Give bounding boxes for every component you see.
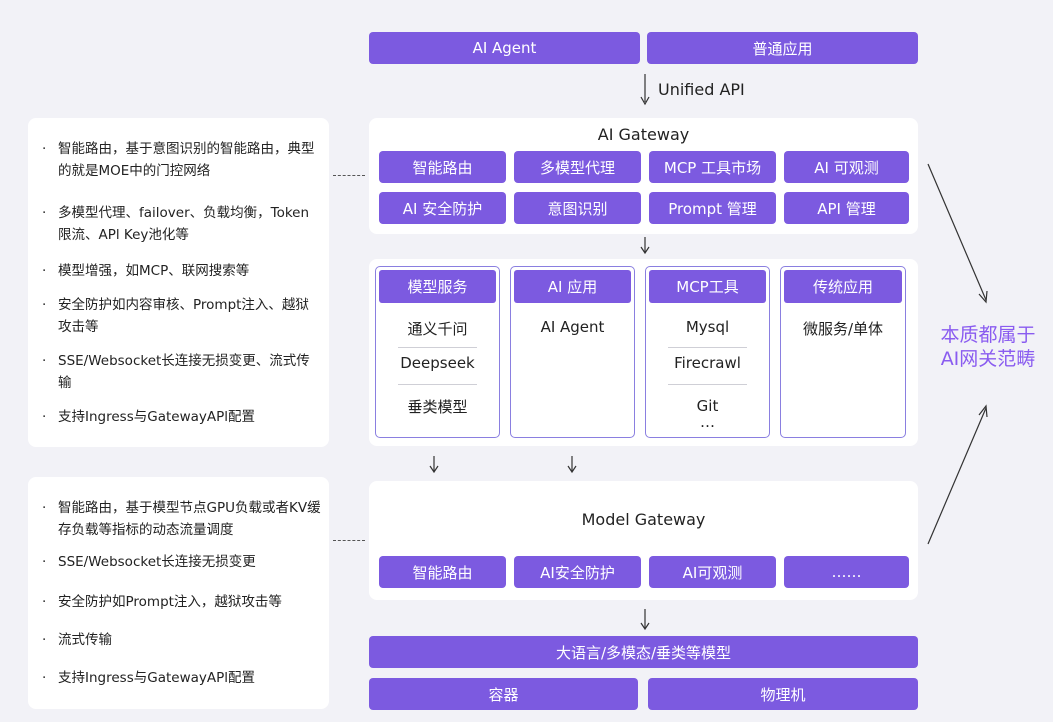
model-service-card: 模型服务 通义千问 Deepseek 垂类模型 <box>375 266 500 438</box>
card-item: AI Agent <box>540 318 605 336</box>
bullet: · <box>42 205 47 221</box>
side-summary-line1: 本质都属于 <box>940 324 1036 346</box>
model-gateway-feature: 智能路由 <box>379 556 506 588</box>
unified-api-label: Unified API <box>658 80 745 99</box>
ai-gateway-feature: API 管理 <box>784 192 909 224</box>
physical-machine-block: 物理机 <box>648 678 918 710</box>
normal-app-block: 普通应用 <box>647 32 918 64</box>
note-text: SSE/Websocket长连接无损变更 <box>58 554 256 570</box>
note-text: 流式传输 <box>58 632 112 648</box>
note-text: 支持Ingress与GatewayAPl配置 <box>58 409 255 425</box>
note-text: SSE/Websocket长连接无损变更、流式传输 <box>58 353 310 391</box>
note-text: 模型增强，如MCP、联网搜索等 <box>58 263 250 279</box>
dashed-connector <box>333 175 365 176</box>
models-block: 大语言/多模态/垂类等模型 <box>369 636 918 668</box>
card-item: Deepseek <box>400 354 475 372</box>
arrow-down-icon <box>640 74 650 106</box>
model-gateway-panel: Model Gateway 智能路由 AI安全防护 AI可观测 …… <box>369 481 918 600</box>
bullet: · <box>42 554 47 570</box>
arrow-down-icon <box>567 456 577 474</box>
ai-gateway-feature: 意图识别 <box>514 192 641 224</box>
side-summary: 本质都属于 AI网关范畴 <box>930 323 1046 371</box>
note-item: · 支持Ingress与GatewayAPl配置 <box>42 667 321 689</box>
bullet: · <box>42 500 47 516</box>
card-item: 微服务/单体 <box>802 320 884 338</box>
bullet: · <box>42 141 47 157</box>
note-item: · SSE/Websocket长连接无损变更、流式传输 <box>42 350 321 394</box>
note-item: · 智能路由，基于意图识别的智能路由，典型的就是MOE中的门控网络 <box>42 138 321 182</box>
ai-gateway-feature: 多模型代理 <box>514 151 641 183</box>
note-item: · 智能路由，基于模型节点GPU负载或者KV缓存负载等指标的动态流量调度 <box>42 497 321 541</box>
bullet: · <box>42 670 47 686</box>
card-item: Firecrawl <box>674 354 741 372</box>
ai-app-card: AI 应用 AI Agent <box>510 266 635 438</box>
arrow-down-icon <box>429 456 439 474</box>
arrow-down-icon <box>640 237 650 255</box>
bullet: · <box>42 297 47 313</box>
services-panel: 模型服务 通义千问 Deepseek 垂类模型 AI 应用 AI Agent M… <box>369 259 918 446</box>
note-item: · 模型增强，如MCP、联网搜索等 <box>42 260 321 282</box>
ai-gateway-feature: AI 安全防护 <box>379 192 506 224</box>
model-gateway-feature: AI可观测 <box>649 556 776 588</box>
model-gateway-feature: …… <box>784 556 909 588</box>
bullet: · <box>42 594 47 610</box>
note-item: · 安全防护如内容审核、Prompt注入、越狱攻击等 <box>42 294 321 338</box>
arrow-diagonal-icon <box>927 404 988 545</box>
ai-gateway-notes: · 智能路由，基于意图识别的智能路由，典型的就是MOE中的门控网络 · 多模型代理、… <box>28 118 329 447</box>
note-item: · 安全防护如Prompt注入，越狱攻击等 <box>42 591 321 613</box>
note-item: · 多模型代理、failover、负载均衡，Token限流、APl Key池化等 <box>42 202 321 246</box>
note-text: 安全防护如Prompt注入，越狱攻击等 <box>58 594 282 610</box>
card-item: 垂类模型 <box>407 398 468 416</box>
ai-gateway-feature: AI 可观测 <box>784 151 909 183</box>
model-gateway-notes: · 智能路由，基于模型节点GPU负载或者KV缓存负载等指标的动态流量调度 · SSE… <box>28 477 329 709</box>
note-item: · 支持Ingress与GatewayAPl配置 <box>42 406 321 428</box>
ai-gateway-feature: MCP 工具市场 <box>649 151 776 183</box>
card-header: 传统应用 <box>784 270 902 303</box>
ai-gateway-title: AI Gateway <box>597 125 690 144</box>
card-item: 通义千问 <box>407 320 468 338</box>
divider <box>398 347 477 348</box>
arrow-down-icon <box>640 609 650 631</box>
model-gateway-feature: AI安全防护 <box>514 556 641 588</box>
bullet: · <box>42 263 47 279</box>
arrow-diagonal-icon <box>927 163 988 304</box>
card-header: MCP工具 <box>649 270 766 303</box>
traditional-app-card: 传统应用 微服务/单体 <box>780 266 906 438</box>
card-header: AI 应用 <box>514 270 631 303</box>
note-item: · SSE/Websocket长连接无损变更 <box>42 551 321 573</box>
card-item: Git <box>696 397 719 415</box>
mcp-tool-card: MCP工具 Mysql Firecrawl Git … <box>645 266 770 438</box>
card-item: … <box>700 413 715 431</box>
ai-gateway-feature: 智能路由 <box>379 151 506 183</box>
note-text: 支持Ingress与GatewayAPl配置 <box>58 670 255 686</box>
note-item: · 流式传输 <box>42 629 321 651</box>
bullet: · <box>42 409 47 425</box>
dashed-connector <box>333 540 365 541</box>
bullet: · <box>42 632 47 648</box>
ai-agent-label: AI Agent <box>472 39 537 57</box>
ai-gateway-panel: AI Gateway 智能路由 多模型代理 MCP 工具市场 AI 可观测 AI… <box>369 118 918 234</box>
note-text: 多模型代理、failover、负载均衡，Token限流、APl Key池化等 <box>58 205 310 243</box>
divider <box>668 384 747 385</box>
ai-agent-block: AI Agent <box>369 32 640 64</box>
ai-gateway-feature: Prompt 管理 <box>649 192 776 224</box>
container-block: 容器 <box>369 678 638 710</box>
note-text: 智能路由，基于意图识别的智能路由，典型的就是MOE中的门控网络 <box>58 141 315 179</box>
note-text: 智能路由，基于模型节点GPU负载或者KV缓存负载等指标的动态流量调度 <box>58 500 321 538</box>
divider <box>668 347 747 348</box>
divider <box>398 384 477 385</box>
model-gateway-title: Model Gateway <box>581 510 706 529</box>
bullet: · <box>42 353 47 369</box>
normal-app-label: 普通应用 <box>752 39 813 58</box>
note-text: 安全防护如内容审核、Prompt注入、越狱攻击等 <box>58 297 309 335</box>
side-summary-line2: AI网关范畴 <box>940 348 1036 370</box>
card-item: Mysql <box>685 318 730 336</box>
card-header: 模型服务 <box>379 270 496 303</box>
